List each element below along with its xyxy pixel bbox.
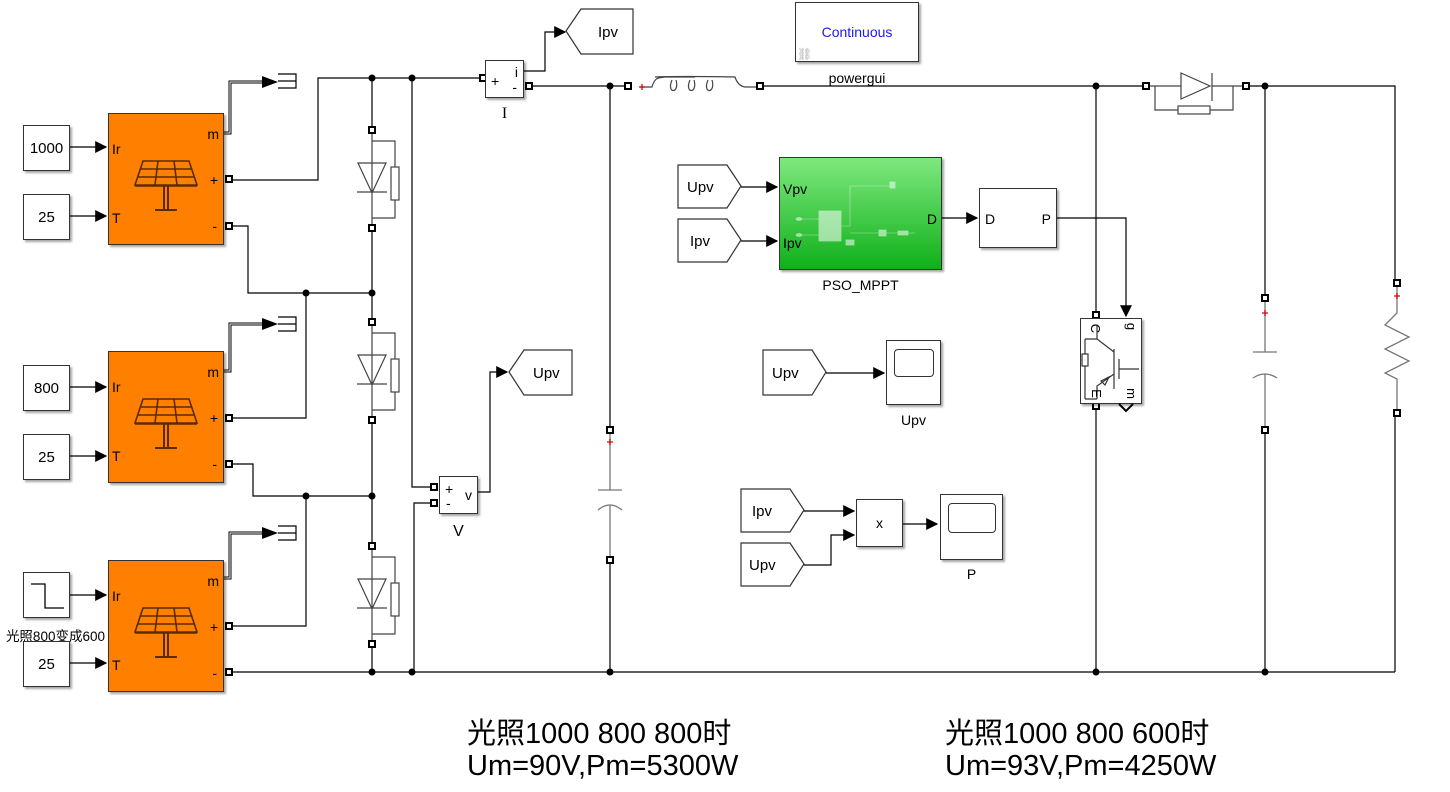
scope-screen-icon	[948, 503, 996, 533]
from-tag-upv-product[interactable]	[740, 542, 806, 588]
solar-panel-icon	[133, 160, 199, 211]
from-ipv-product-text: Ipv	[752, 503, 773, 520]
output-capacitor	[1252, 298, 1278, 430]
temperature-constant-2[interactable]: 25	[23, 434, 70, 480]
from-upv-text: Upv	[687, 179, 714, 196]
pv-array-3[interactable]: Ir T m + -	[108, 560, 224, 692]
irradiance-constant-1[interactable]: 1000	[23, 125, 70, 171]
wire-pv1-neg	[231, 225, 372, 294]
pv-array-1[interactable]: Ir T m + -	[108, 113, 224, 245]
powergui-mode: Continuous	[821, 24, 893, 40]
product-block[interactable]: x	[856, 499, 903, 547]
temperature-constant-3[interactable]: 25	[23, 641, 70, 687]
note-2-line2: Um=93V,Pm=4250W	[945, 750, 1217, 782]
output-diode	[1146, 72, 1246, 115]
scope-upv[interactable]	[886, 340, 941, 405]
from-tag-upv-scope[interactable]	[762, 349, 828, 397]
from-ipv-text: Ipv	[690, 233, 711, 250]
solar-panel-icon	[133, 398, 199, 449]
terminator-1	[278, 73, 297, 89]
pwm-generator-block[interactable]: D P	[979, 188, 1057, 248]
scope-screen-icon	[894, 349, 934, 377]
from-tag-upv-mppt[interactable]	[677, 164, 743, 210]
goto-ipv-text: Ipv	[598, 24, 619, 41]
load-resistor	[1383, 283, 1411, 413]
note-2-line1: 光照1000 800 600时	[945, 718, 1210, 750]
bypass-diodes	[357, 130, 400, 644]
scope-p[interactable]	[940, 494, 1003, 560]
from-tag-ipv-product[interactable]	[740, 488, 806, 534]
current-measurement-block[interactable]: + i -	[485, 60, 524, 98]
link-icon: ⛓	[797, 47, 813, 61]
inductor	[640, 75, 760, 92]
igbt-icon	[1081, 326, 1139, 400]
pso-mppt-subsystem[interactable]: Vpv Ipv D	[779, 157, 942, 270]
powergui-label: powergui	[828, 70, 886, 86]
goto-tag-upv[interactable]	[508, 349, 574, 397]
scope-upv-label: Upv	[901, 412, 926, 428]
wire-pv1-pos	[231, 77, 372, 181]
from-tag-ipv-mppt[interactable]	[677, 218, 743, 264]
note-1-line1: 光照1000 800 800时	[467, 718, 732, 750]
goto-upv-text: Upv	[533, 365, 560, 382]
note-1-line2: Um=90V,Pm=5300W	[467, 750, 739, 782]
temperature-constant-1[interactable]: 25	[23, 194, 70, 240]
irradiance-constant-2[interactable]: 800	[23, 365, 70, 411]
voltage-measurement-label: V	[453, 523, 464, 540]
step-icon	[30, 583, 64, 609]
input-capacitor	[597, 430, 623, 560]
scope-p-label: P	[966, 566, 977, 582]
solar-panel-icon	[133, 607, 199, 658]
current-measurement-label: I	[501, 105, 508, 122]
subsystem-preview-icon	[795, 181, 915, 246]
igbt-m-output-arrow	[1118, 403, 1134, 413]
goto-tag-ipv[interactable]	[565, 8, 635, 56]
pv-array-2[interactable]: Ir T m + -	[108, 351, 224, 483]
from-upv-product-text: Upv	[749, 557, 776, 574]
voltage-measurement-block[interactable]: + - v	[439, 476, 478, 514]
irradiance-step-block[interactable]	[23, 572, 70, 618]
product-symbol: x	[876, 515, 883, 531]
step-block-label: 光照800变成600	[5, 629, 105, 644]
powergui-block[interactable]: Continuous ⛓	[795, 2, 919, 62]
pso-mppt-label: PSO_MPPT	[822, 277, 899, 293]
from-upv-scope-text: Upv	[772, 365, 799, 382]
igbt-switch[interactable]: C g E m	[1080, 318, 1142, 404]
